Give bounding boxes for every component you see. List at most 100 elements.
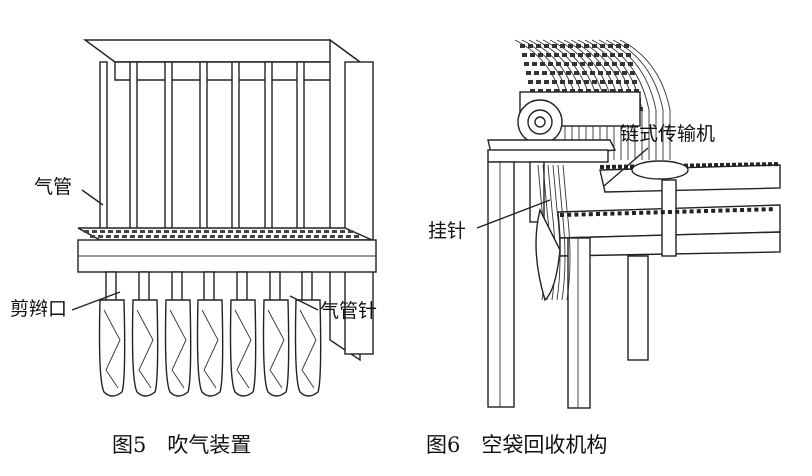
chain-link xyxy=(653,210,658,215)
grid-hole xyxy=(332,230,337,233)
chain-link xyxy=(684,163,688,168)
bag-fold xyxy=(234,309,252,389)
bag-fold xyxy=(267,309,285,389)
chain-link xyxy=(630,164,634,169)
curtain-link xyxy=(536,44,541,48)
curtain-link xyxy=(562,89,567,93)
chain-link xyxy=(567,212,572,217)
curtain-link xyxy=(608,44,613,48)
curtain-link xyxy=(598,71,603,75)
curtain-link xyxy=(528,44,533,48)
bag-fold xyxy=(136,309,154,389)
grid-hole xyxy=(178,235,183,238)
grid-hole xyxy=(108,230,113,233)
hanging-needle xyxy=(557,164,566,301)
hanging-bag xyxy=(535,207,561,302)
curtain-link xyxy=(618,89,623,93)
bag xyxy=(294,299,322,397)
chain-link xyxy=(740,208,744,212)
left-leg-front xyxy=(487,161,515,408)
chain-link xyxy=(714,163,718,168)
chain-link xyxy=(756,162,760,167)
curtain-link xyxy=(550,71,555,75)
grid-hole xyxy=(124,230,129,233)
grid-hole xyxy=(100,230,105,233)
curtain-link xyxy=(528,80,533,84)
grid-hole xyxy=(282,235,287,238)
chain-link xyxy=(768,207,773,212)
curtain-link xyxy=(602,89,607,93)
grid-hole xyxy=(242,235,247,238)
bag-fold xyxy=(201,309,219,389)
chain-link xyxy=(560,213,564,217)
bag xyxy=(131,299,159,397)
grid-hole xyxy=(252,230,257,233)
curtain-link xyxy=(584,80,589,84)
chain-link xyxy=(581,212,586,217)
grid-hole xyxy=(202,235,207,238)
bag xyxy=(196,299,224,397)
curtain-link xyxy=(604,62,609,66)
chain-link xyxy=(718,208,723,213)
curtain-link xyxy=(578,89,583,93)
curtain-link xyxy=(554,53,559,57)
curtain-link xyxy=(586,53,591,57)
air-needle-clip xyxy=(171,271,183,303)
air-pipe xyxy=(129,61,138,231)
grid-hole xyxy=(250,235,255,238)
grid-hole xyxy=(130,235,135,238)
curtain-link xyxy=(562,53,567,57)
curtain-link xyxy=(564,62,569,66)
curtain-link xyxy=(532,62,537,66)
grid-hole xyxy=(290,235,295,238)
curtain-link xyxy=(530,89,535,93)
curtain-link xyxy=(592,80,597,84)
chain-link xyxy=(639,210,644,215)
grid-hole xyxy=(122,235,127,238)
curtain-link xyxy=(554,89,559,93)
chain-link xyxy=(704,209,708,213)
hanging-bags xyxy=(98,271,322,397)
curtain-link xyxy=(618,53,623,57)
curtain-link xyxy=(580,62,585,66)
curtain-link xyxy=(600,80,605,84)
chain-link xyxy=(696,163,700,168)
bag xyxy=(164,299,192,397)
chain-link xyxy=(696,209,701,214)
grid-hole xyxy=(162,235,167,238)
curtain-link xyxy=(612,62,617,66)
label-chain-conveyor: 链式传输机 xyxy=(620,123,715,145)
curtain-link xyxy=(596,62,601,66)
air-needle-clip xyxy=(203,271,215,303)
grid-hole xyxy=(330,235,335,238)
chain-link xyxy=(610,211,615,216)
air-pipe xyxy=(264,61,273,231)
chain-link xyxy=(689,209,694,214)
grid-hole xyxy=(314,235,319,238)
curtain-link xyxy=(622,71,627,75)
curtain-link xyxy=(536,80,541,84)
chain-link xyxy=(603,211,608,216)
chain-link xyxy=(618,164,622,169)
grid-hole xyxy=(268,230,273,233)
grid-hole xyxy=(338,235,343,238)
chain-link xyxy=(720,163,724,167)
grid-hole xyxy=(348,230,353,233)
curtain-link xyxy=(594,89,599,93)
curtain-link xyxy=(558,71,563,75)
chain-link xyxy=(708,163,712,168)
grid-hole xyxy=(218,235,223,238)
chain-link xyxy=(726,162,730,167)
bag xyxy=(229,299,257,397)
bag-fold xyxy=(169,309,187,389)
chain-link xyxy=(632,211,636,215)
grid-hole xyxy=(292,230,297,233)
curtain-link xyxy=(568,80,573,84)
grid-hole xyxy=(306,235,311,238)
blowing-device-drawing xyxy=(77,38,377,397)
curtain-link xyxy=(546,53,551,57)
chain-link xyxy=(761,207,766,212)
grid-plate-holes xyxy=(84,230,359,238)
curtain-link xyxy=(566,71,571,75)
label-cut-opening: 剪辫口 xyxy=(10,298,67,320)
